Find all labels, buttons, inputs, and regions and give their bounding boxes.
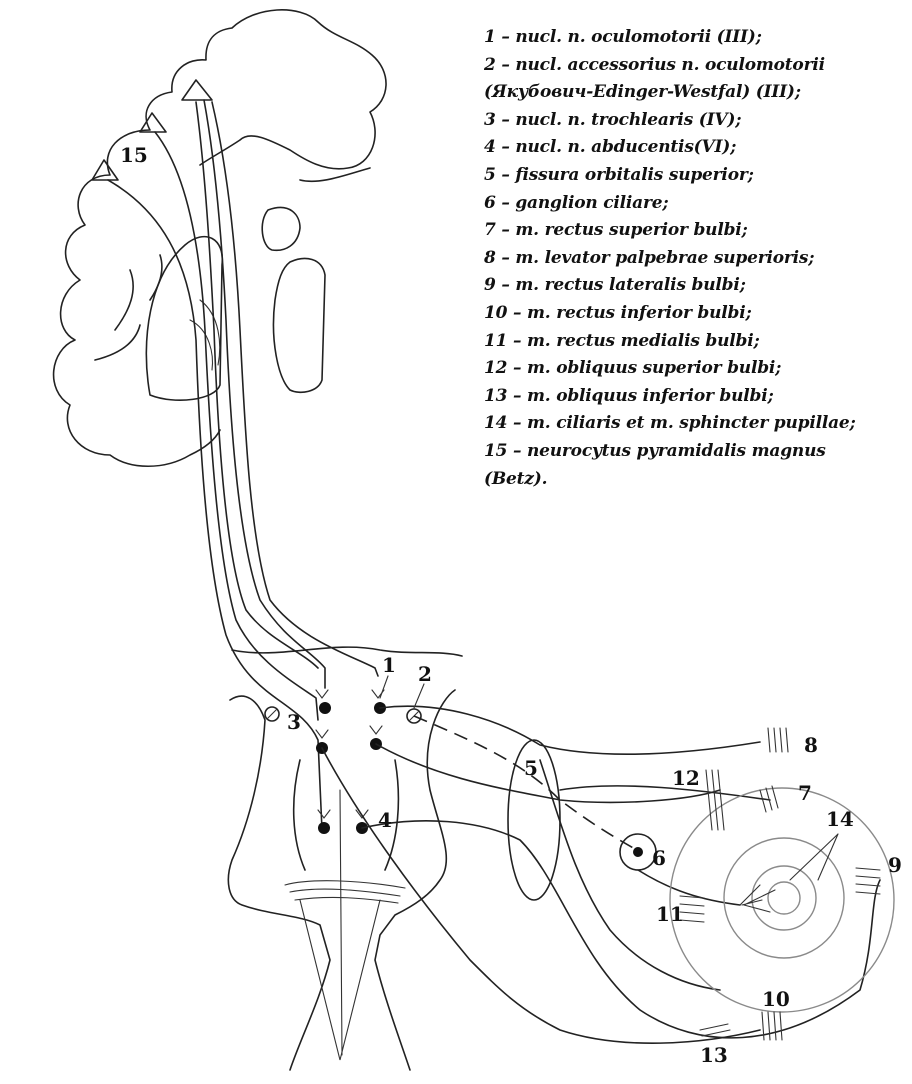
label-2: 2 — [418, 662, 432, 686]
label-11: 11 — [656, 902, 684, 926]
muscle-levator — [768, 728, 788, 752]
legend-item: 13 – m. obliquus inferior bulbi; — [484, 383, 909, 411]
ciliary-fibers — [740, 885, 775, 912]
superior-rectus-branch — [560, 786, 770, 800]
legend-item: 2 – nucl. accessorius n. oculomotorii — [484, 52, 909, 80]
muscle-inferior-rectus — [762, 1012, 782, 1040]
label-13: 13 — [700, 1043, 728, 1067]
leader-1 — [380, 676, 388, 698]
legend-item: 4 – nucl. n. abducentis(VI); — [484, 134, 909, 162]
label-5: 5 — [524, 756, 538, 780]
brainstem-outline — [228, 647, 462, 1070]
betz-neuron-2 — [140, 113, 166, 132]
nucleus-trochlear — [316, 738, 382, 754]
legend-item: 11 – m. rectus medialis bulbi; — [484, 328, 909, 356]
legend-item: (Betz). — [484, 466, 909, 494]
legend-item: 8 – m. levator palpebrae superioris; — [484, 245, 909, 273]
betz-neuron-1 — [182, 80, 212, 100]
label-1: 1 — [382, 653, 396, 677]
corticonuclear-tract-5 — [212, 102, 378, 676]
cortex-sulcus-2 — [95, 270, 140, 360]
leader-2 — [414, 684, 424, 708]
label-12: 12 — [672, 766, 700, 790]
fourth-ventricle-outline — [300, 900, 380, 1060]
pupil-ring — [752, 866, 816, 930]
label-7: 7 — [798, 781, 812, 805]
caudate-outline — [262, 208, 300, 251]
legend-item: 12 – m. obliquus superior bulbi; — [484, 355, 909, 383]
legend-item: 10 – m. rectus inferior bulbi; — [484, 300, 909, 328]
muscle-inferior-oblique — [700, 1024, 730, 1036]
label-3: 3 — [287, 710, 301, 734]
cerebral-cortex-outline — [54, 10, 386, 466]
legend-item: 3 – nucl. n. trochlearis (IV); — [484, 107, 909, 135]
legend-item: (Якубович-Edinger-Westfal) (III); — [484, 79, 909, 107]
midline — [340, 790, 342, 1055]
muscle-superior-oblique — [706, 770, 724, 830]
lentiform-outline — [273, 258, 325, 392]
abducens-nerve — [362, 821, 880, 1038]
cortex-sulcus-1 — [300, 168, 370, 181]
label-14: 14 — [826, 807, 854, 831]
corticonuclear-tract-3 — [155, 132, 318, 720]
label-10: 10 — [762, 987, 790, 1011]
label-9: 9 — [888, 853, 902, 877]
legend-item: 14 – m. ciliaris et m. sphincter pupilla… — [484, 410, 909, 438]
pupil — [768, 882, 800, 914]
label-15: 15 — [120, 143, 148, 167]
thalamus-inner-arc-2 — [190, 320, 212, 370]
ciliary-ganglion — [620, 834, 740, 905]
iris — [724, 838, 844, 958]
label-8: 8 — [804, 733, 818, 757]
label-6: 6 — [652, 846, 666, 870]
nucleus-oculomotor — [319, 702, 386, 714]
legend-item: 15 – neurocytus pyramidalis magnus — [484, 438, 909, 466]
corticonuclear-tract-2 — [196, 102, 318, 668]
eyeball — [670, 788, 894, 1012]
pons-fibers — [285, 881, 405, 903]
nucleus-abducens — [318, 822, 368, 834]
legend-item: 1 – nucl. n. oculomotorii (III); — [484, 24, 909, 52]
legend-item: 7 – m. rectus superior bulbi; — [484, 217, 909, 245]
cerebral-peduncle-left — [294, 760, 305, 870]
accessory-nerve-dashed — [414, 716, 640, 852]
legend-item: 5 – fissura orbitalis superior; — [484, 162, 909, 190]
medial-branch — [540, 760, 720, 990]
corticonuclear-tract-1 — [204, 100, 325, 688]
label-4: 4 — [378, 808, 392, 832]
legend-item: 6 – ganglion ciliare; — [484, 190, 909, 218]
legend-item: 9 – m. rectus lateralis bulbi; — [484, 272, 909, 300]
leader-14 — [790, 834, 838, 880]
legend-list: 1 – nucl. n. oculomotorii (III); 2 – nuc… — [484, 24, 909, 493]
